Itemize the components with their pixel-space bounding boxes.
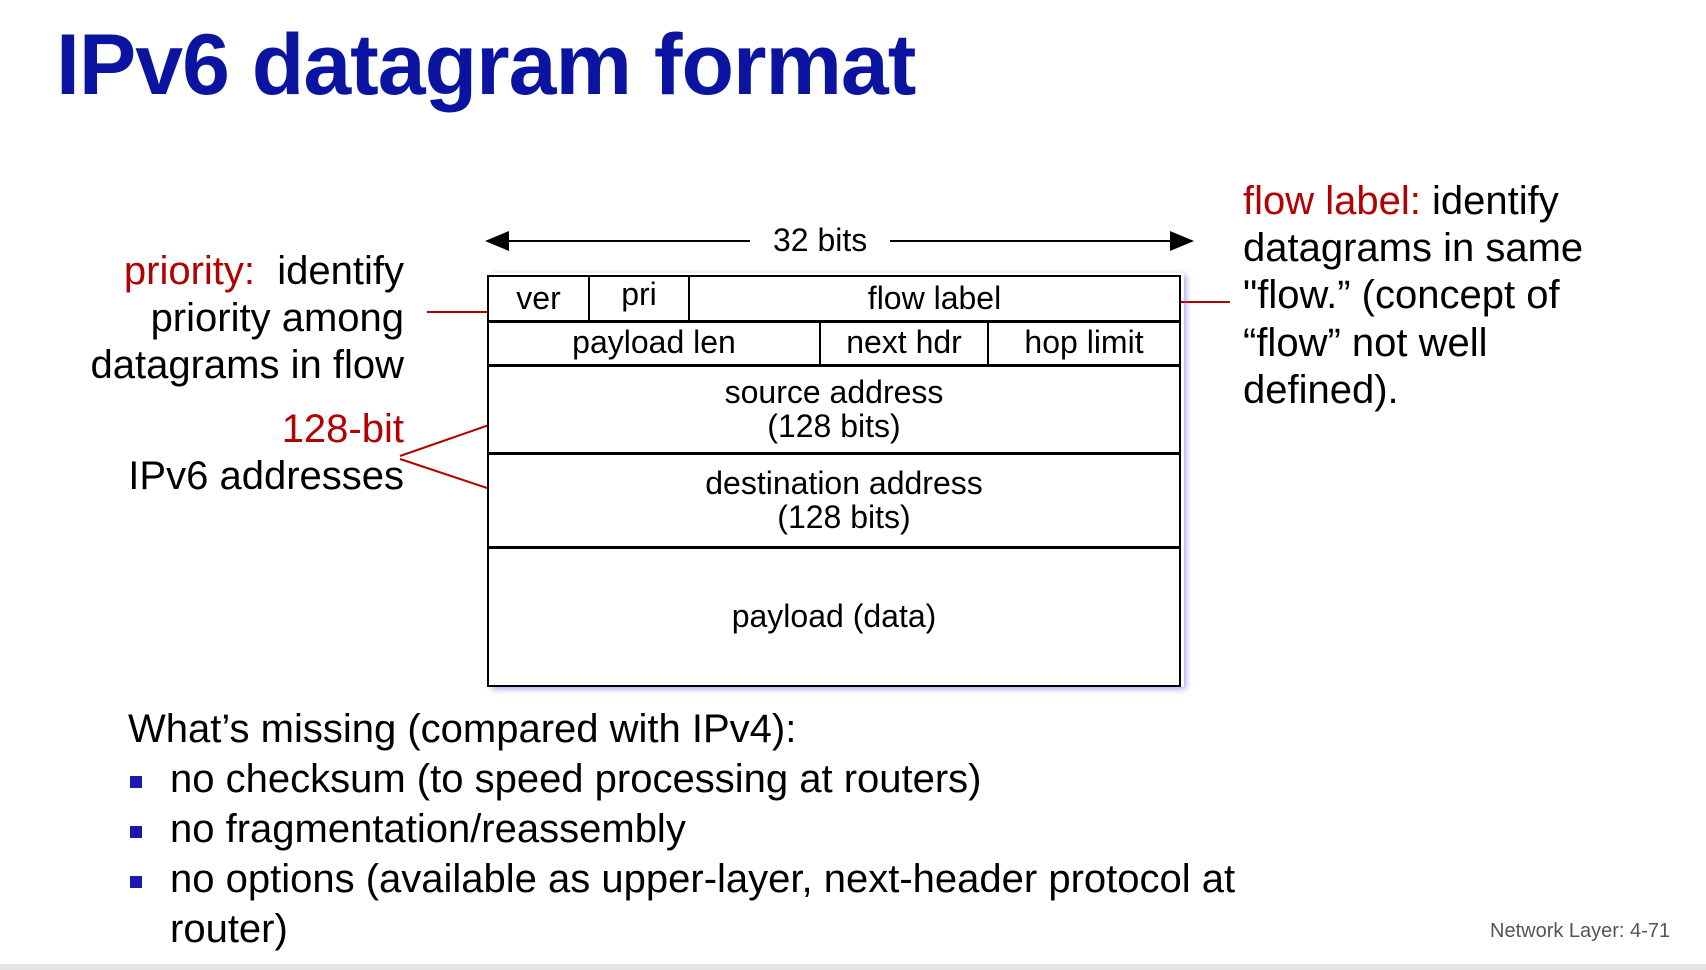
flow-line1: identify <box>1432 179 1559 223</box>
row-divider-3 <box>489 452 1179 455</box>
row-divider-4 <box>489 546 1179 549</box>
field-flow-label: flow label <box>867 279 1002 316</box>
field-hop-limit: hop limit <box>1024 324 1144 361</box>
bullet-icon <box>130 826 142 838</box>
field-source-address: source address (128 bits) <box>489 367 1179 452</box>
priority-line2: priority among <box>150 296 404 341</box>
field-ver: ver <box>516 279 561 316</box>
field-next-hdr: next hdr <box>846 324 962 361</box>
bullet-icon <box>130 776 142 788</box>
address-annotation: 128-bit IPv6 addresses <box>40 406 404 500</box>
datagram-table: ver pri flow label payload len next hdr … <box>487 275 1181 687</box>
col-divider-payload-len <box>819 321 821 365</box>
address-line2: IPv6 addresses <box>128 454 404 499</box>
source-address-label: source address <box>724 373 944 410</box>
slide-footer: Network Layer: 4-71 <box>1490 920 1671 942</box>
field-payload-len: payload len <box>572 324 736 361</box>
flow-line4: “flow” not well <box>1243 320 1488 365</box>
priority-term: priority: <box>123 249 256 293</box>
destination-address-label: destination address <box>705 464 983 501</box>
missing-section: What’s missing (compared with IPv4): no … <box>128 704 1235 954</box>
bits-label: 32 bits <box>773 222 868 258</box>
priority-line1: identify <box>277 249 404 293</box>
source-address-bits: (128 bits) <box>767 407 901 444</box>
flow-line3: "flow.” (concept of <box>1243 273 1560 318</box>
missing-heading: What’s missing (compared with IPv4): <box>128 707 797 751</box>
list-item: no fragmentation/reassembly <box>128 804 1235 854</box>
col-divider-pri <box>688 277 690 320</box>
priority-annotation: priority: identify priority among datagr… <box>40 248 404 390</box>
row-divider-1 <box>489 320 1179 323</box>
list-item: no options (available as upper-layer, ne… <box>128 854 1235 954</box>
bottom-bar <box>0 964 1706 970</box>
address-term: 128-bit <box>281 407 404 451</box>
list-item-text: no checksum (to speed processing at rout… <box>170 757 982 801</box>
col-divider-ver <box>588 277 590 320</box>
destination-address-bits: (128 bits) <box>777 498 911 535</box>
list-item-text: no options (available as upper-layer, ne… <box>170 857 1236 901</box>
bullet-icon <box>130 876 142 888</box>
flow-label-term: flow label: <box>1243 179 1421 223</box>
flow-line5: defined). <box>1243 367 1399 412</box>
page-title: IPv6 datagram format <box>56 17 916 113</box>
list-item: no checksum (to speed processing at rout… <box>128 754 1235 804</box>
priority-line3: datagrams in flow <box>90 343 404 388</box>
field-payload: payload (data) <box>731 598 937 635</box>
field-pri: pri <box>621 275 657 312</box>
list-item-continuation: router) <box>170 907 288 951</box>
list-item-text: no fragmentation/reassembly <box>170 807 686 851</box>
row-divider-2 <box>489 364 1179 367</box>
flow-label-annotation: flow label: identify datagrams in same "… <box>1243 178 1583 414</box>
field-destination-address: destination address (128 bits) <box>499 455 1189 546</box>
col-divider-next-hdr <box>987 321 989 365</box>
flow-line2: datagrams in same <box>1243 226 1584 271</box>
